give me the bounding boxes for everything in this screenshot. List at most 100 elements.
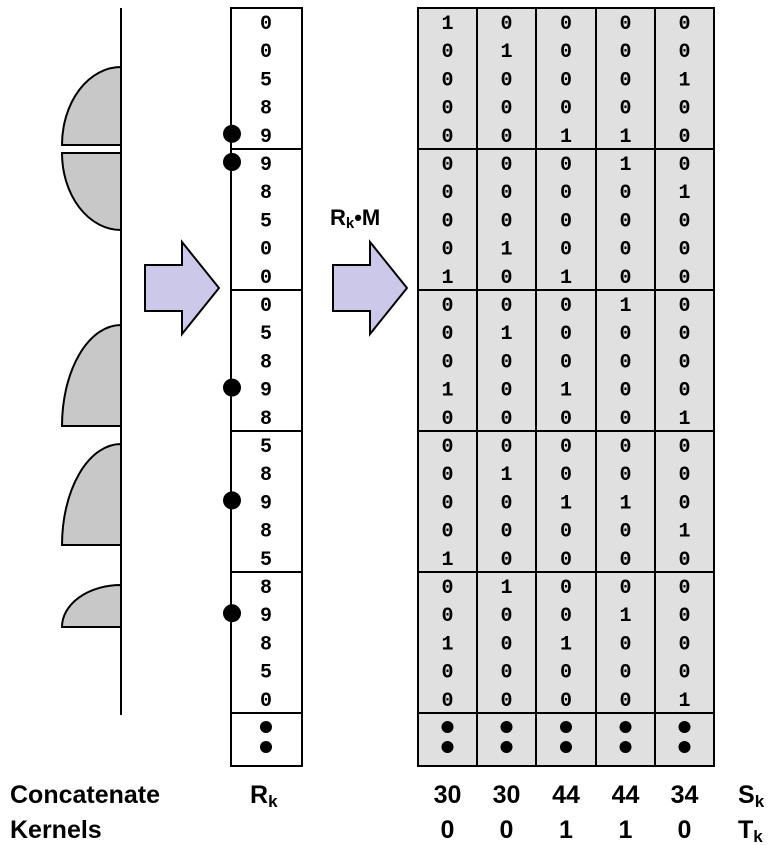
sk-k: k xyxy=(755,792,765,811)
rk-digit: 5 xyxy=(260,210,272,233)
matrix-cell: 0 xyxy=(560,436,572,459)
matrix-cell: 1 xyxy=(619,154,631,177)
matrix-cell: 1 xyxy=(619,605,631,628)
tk-value: 1 xyxy=(619,816,633,844)
matrix-cell: 0 xyxy=(678,605,690,628)
matrix-cell: 0 xyxy=(619,690,631,713)
tk-value: 1 xyxy=(559,816,573,844)
matrix-cell: 0 xyxy=(560,69,572,92)
rk-digit: 5 xyxy=(260,549,272,572)
matrix-cell: 0 xyxy=(560,408,572,431)
matrix-cell: 0 xyxy=(560,351,572,374)
matrix-cell: 0 xyxy=(500,154,512,177)
rk-digit: 0 xyxy=(260,239,272,262)
matrix-cell: 0 xyxy=(441,690,453,713)
tk-k: k xyxy=(753,827,763,845)
rk-digit: 0 xyxy=(260,41,272,64)
matrix-cell: 0 xyxy=(500,662,512,685)
kernel-half-disk xyxy=(60,65,122,146)
bullet-dot-icon xyxy=(619,721,632,733)
matrix-cell: 0 xyxy=(560,577,572,600)
rk-digit: 8 xyxy=(260,577,272,600)
rk-r: R xyxy=(250,781,268,809)
rk-digit: 0 xyxy=(260,267,272,290)
rk-digit: 0 xyxy=(260,13,272,36)
rk-marker-dot-icon xyxy=(223,491,241,510)
matrix-cell: 1 xyxy=(560,126,572,149)
matrix-cell: 1 xyxy=(560,492,572,515)
matrix-box xyxy=(417,7,715,767)
sk-value: 44 xyxy=(612,781,640,809)
matrix-cell: 0 xyxy=(560,239,572,262)
matrix-cell: 0 xyxy=(619,436,631,459)
matrix-cell: 0 xyxy=(441,492,453,515)
matrix-cell: 0 xyxy=(500,436,512,459)
matrix-cell: 0 xyxy=(678,210,690,233)
matrix-cell: 0 xyxy=(560,549,572,572)
bullet-dot-icon xyxy=(619,741,632,753)
matrix-cell: 1 xyxy=(441,633,453,656)
matrix-cell: 0 xyxy=(678,549,690,572)
matrix-cell: 0 xyxy=(560,323,572,346)
matrix-cell: 0 xyxy=(619,549,631,572)
sk-value: 44 xyxy=(552,781,580,809)
rk-digit: 5 xyxy=(260,662,272,685)
matrix-cell: 0 xyxy=(560,182,572,205)
matrix-cell: 0 xyxy=(441,210,453,233)
rk-digit: 9 xyxy=(260,380,272,403)
kernel-half-disk xyxy=(60,323,122,427)
bullet-dot-icon xyxy=(260,741,272,753)
matrix-cell: 0 xyxy=(678,492,690,515)
matrix-cell: 1 xyxy=(678,408,690,431)
bullet-dot-icon xyxy=(500,741,513,753)
matrix-cell: 0 xyxy=(678,126,690,149)
matrix-cell: 0 xyxy=(441,436,453,459)
matrix-cell: 0 xyxy=(500,492,512,515)
matrix-cell: 0 xyxy=(619,521,631,544)
sk-value: 30 xyxy=(434,781,462,809)
matrix-cell: 0 xyxy=(441,126,453,149)
matrix-cell: 0 xyxy=(678,13,690,36)
matrix-cell: 0 xyxy=(560,41,572,64)
matrix-cell: 0 xyxy=(560,295,572,318)
matrix-cell: 0 xyxy=(441,408,453,431)
matrix-cell: 0 xyxy=(441,98,453,121)
matrix-cell: 0 xyxy=(619,577,631,600)
matrix-cell: 1 xyxy=(500,41,512,64)
matrix-cell: 0 xyxy=(560,13,572,36)
matrix-cell: 0 xyxy=(500,13,512,36)
matrix-cell: 0 xyxy=(500,351,512,374)
rk-marker-dot-icon xyxy=(223,604,241,623)
matrix-cell: 0 xyxy=(441,182,453,205)
sk-label: Sk xyxy=(738,781,765,811)
matrix-cell: 0 xyxy=(560,521,572,544)
tk-label: Tk xyxy=(738,816,763,845)
rk-digit: 8 xyxy=(260,633,272,656)
matrix-cell: 0 xyxy=(678,239,690,262)
matrix-cell: 0 xyxy=(619,267,631,290)
right-arrow-icon xyxy=(144,239,221,337)
matrix-cell: 0 xyxy=(500,69,512,92)
rk-digit: 9 xyxy=(260,126,272,149)
matrix-cell: 0 xyxy=(619,464,631,487)
matrix-cell: 0 xyxy=(619,98,631,121)
bullet-dot-icon xyxy=(500,721,513,733)
matrix-cell: 0 xyxy=(500,521,512,544)
matrix-cell: 0 xyxy=(441,239,453,262)
matrix-cell: 1 xyxy=(500,464,512,487)
rk-digit: 5 xyxy=(260,69,272,92)
matrix-cell: 0 xyxy=(500,380,512,403)
rk-digit: 5 xyxy=(260,323,272,346)
matrix-cell: 1 xyxy=(678,182,690,205)
matrix-cell: 0 xyxy=(678,464,690,487)
rk-marker-dot-icon xyxy=(223,124,241,143)
matrix-cell: 0 xyxy=(441,605,453,628)
binary-matrix: 1 0 0 0 0 0 1 0 0 0 0 0 0 0 1 0 0 0 0 0 0 0 1 1 0 0 0 0 1 0 0 0 0 0 1 0 0 0 0 0… xyxy=(418,8,714,766)
rk-digit: 0 xyxy=(260,295,272,318)
right-arrow-icon xyxy=(332,239,409,337)
sk-value: 34 xyxy=(671,781,699,809)
matrix-cell: 1 xyxy=(500,577,512,600)
matrix-cell: 0 xyxy=(619,323,631,346)
